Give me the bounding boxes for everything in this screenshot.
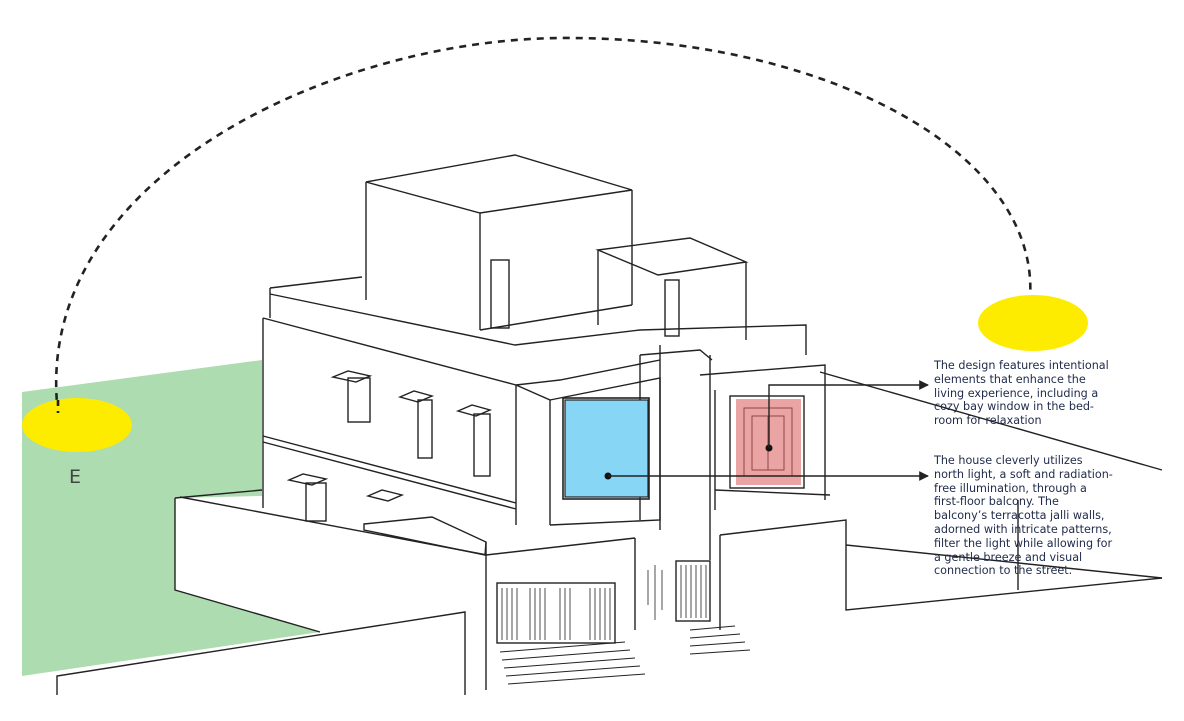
house-line-drawing [56,154,1163,695]
sun-path-arc [54,36,1032,414]
bay-window-annotation: The design features intentional elements… [934,359,1109,428]
leader-bay-window [604,471,929,481]
east-label: E [69,466,82,488]
sun-east [22,398,132,452]
bay-window-highlight [564,399,649,498]
north-light-annotation: The house cleverly utilizes north light,… [934,454,1113,578]
sun-west [978,295,1088,351]
leader-jalli [765,380,929,452]
